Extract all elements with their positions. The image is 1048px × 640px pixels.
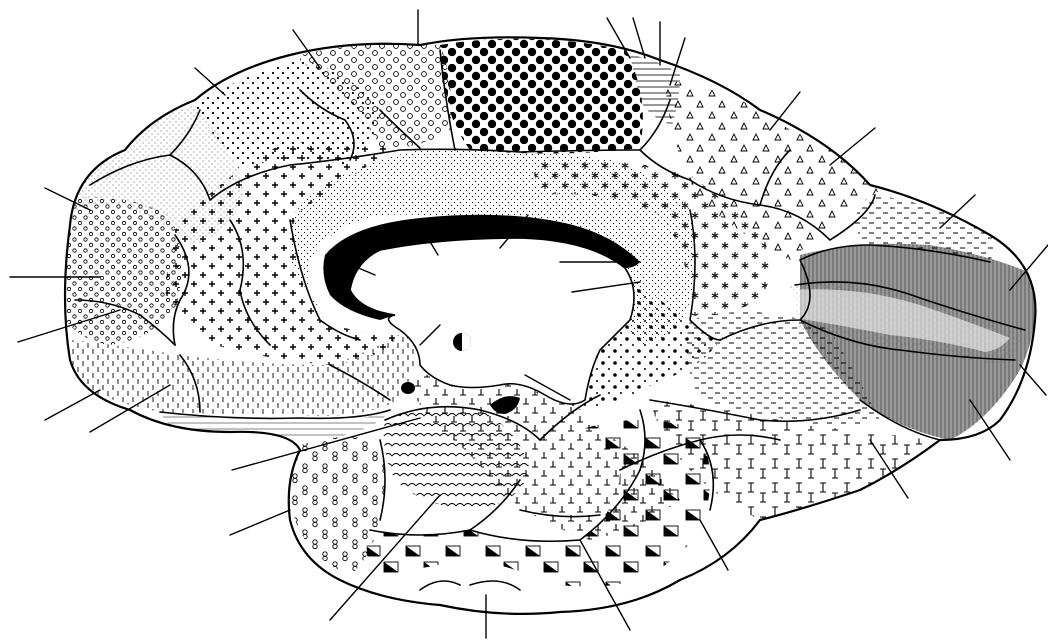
leader-left-1 — [230, 510, 290, 535]
leader-left-4 — [45, 390, 100, 420]
leader-right-2 — [830, 128, 875, 165]
leader-right-5 — [1020, 365, 1046, 395]
region-paracentral-bigdots — [440, 39, 643, 154]
mammillary-body — [401, 382, 415, 394]
